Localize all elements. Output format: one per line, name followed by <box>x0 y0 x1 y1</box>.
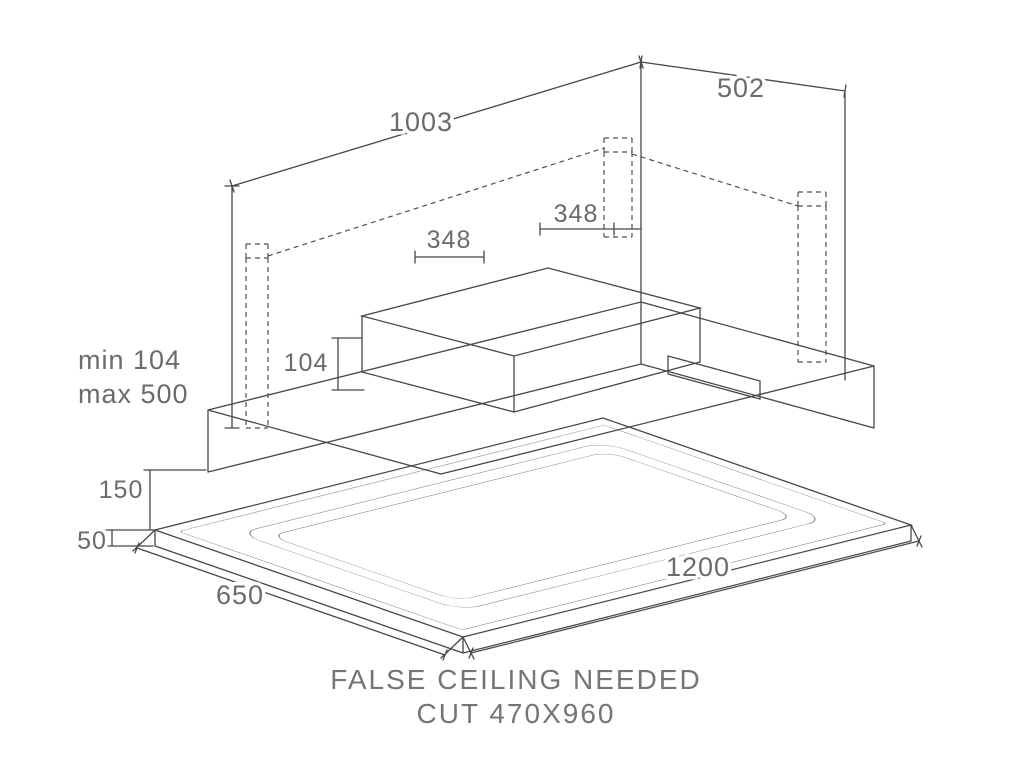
dim-height-max-label: max 500 <box>78 379 189 409</box>
dim-spacer-height-label: 104 <box>284 349 329 377</box>
glass-frame-outline <box>249 445 816 608</box>
dim-housing-depth-label: 502 <box>717 73 765 103</box>
hood-body <box>207 301 875 475</box>
dim-panel-length-label: 1200 <box>666 552 730 582</box>
glass-panel-outline <box>278 453 787 599</box>
dim-housing-length-label: 1003 <box>389 107 453 137</box>
dimension-envelope-lines <box>224 55 847 429</box>
secondary-dimension-lines <box>105 222 641 547</box>
caption-line-1: FALSE CEILING NEEDED <box>330 664 701 695</box>
caption-line-2: CUT 470X960 <box>417 698 616 729</box>
dim-height-min-label: min 104 <box>78 345 181 375</box>
ceiling-panel <box>152 417 914 654</box>
panel-inner-edge <box>180 425 886 630</box>
panel-dimension-lines <box>132 524 923 661</box>
dashed-clearance-volume <box>245 137 827 429</box>
dim-bracket-left-label: 348 <box>427 226 472 254</box>
dim-panel-width-label: 650 <box>216 580 264 610</box>
dim-flange-height-label: 150 <box>99 476 144 504</box>
telescopic-section <box>359 267 703 413</box>
dim-panel-thickness-label: 50 <box>77 527 107 555</box>
outlet-detail <box>667 355 761 400</box>
dim-bracket-back-label: 348 <box>554 200 599 228</box>
